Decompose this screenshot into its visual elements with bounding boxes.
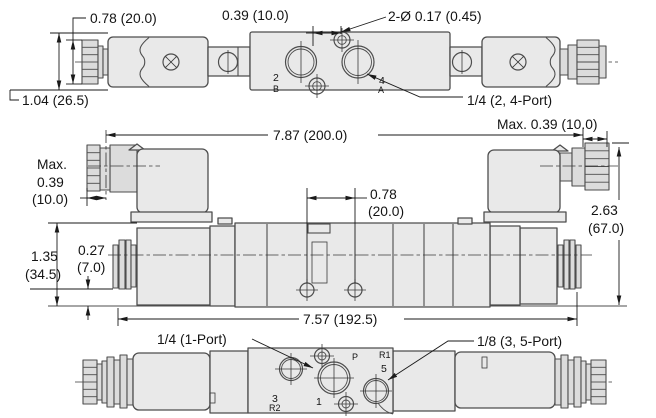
port-4-label: 4 xyxy=(379,75,385,87)
front-valve-body xyxy=(136,217,558,308)
top-right-connector xyxy=(559,39,607,85)
port-3-label: 3 xyxy=(272,393,278,405)
svg-text:0.39 (10.0): 0.39 (10.0) xyxy=(222,8,289,23)
svg-text:(67.0): (67.0) xyxy=(588,221,624,236)
mount-hole-bottom-top xyxy=(310,344,334,368)
port-24-callout: 1/4 (2, 4-Port) xyxy=(366,73,552,108)
svg-text:(20.0): (20.0) xyxy=(368,204,404,219)
mount-hole-bottom xyxy=(305,74,329,98)
svg-text:Max.: Max. xyxy=(37,157,67,172)
manual-override-icon xyxy=(162,53,180,71)
dim-overall-height-263: 2.63 (67.0) xyxy=(588,142,629,305)
svg-text:0.39: 0.39 xyxy=(37,175,64,190)
front-left-port-fitting xyxy=(112,239,137,290)
svg-text:2-Ø 0.17 (0.45): 2-Ø 0.17 (0.45) xyxy=(388,9,482,24)
port-2-alt-label: B xyxy=(273,84,279,94)
svg-text:0.78 (20.0): 0.78 (20.0) xyxy=(90,11,157,26)
bottom-view: 3 R2 1 P R1 5 1/4 (1-Port) 1/8 (3, 5-Por… xyxy=(75,332,612,416)
port-1-circle xyxy=(314,358,354,398)
port-3-alt-label: R2 xyxy=(269,403,281,413)
bottom-right-connector xyxy=(554,354,607,409)
front-left-solenoid-coil xyxy=(86,143,213,223)
dim-body-height-104: 1.04 (26.5) xyxy=(9,32,108,108)
top-view: 2 B 4 A xyxy=(9,8,618,108)
svg-text:(7.0): (7.0) xyxy=(77,260,105,275)
front-right-port-fitting xyxy=(557,239,582,290)
dim-overall-length-787: 7.87 (200.0) xyxy=(105,128,584,200)
front-view: 7.87 (200.0) Max. 0.39 (10.0) Max. 0.39 … xyxy=(25,117,629,327)
top-left-mounting-tab xyxy=(207,46,251,77)
svg-text:1/4 (1-Port): 1/4 (1-Port) xyxy=(157,332,227,347)
front-right-solenoid-coil xyxy=(483,142,618,223)
port-1-callout: 1/4 (1-Port) xyxy=(157,332,314,369)
svg-text:2.63: 2.63 xyxy=(591,203,618,218)
top-right-solenoid xyxy=(481,36,561,88)
dim-mount-holes-callout: 2-Ø 0.17 (0.45) xyxy=(340,9,482,33)
port-35-callout: 1/8 (3, 5-Port) xyxy=(387,334,562,381)
svg-text:1.04 (26.5): 1.04 (26.5) xyxy=(22,93,89,108)
port-2-label: 2 xyxy=(273,72,279,84)
top-valve-body: 2 B 4 A xyxy=(249,28,451,98)
svg-text:1/4 (2, 4-Port): 1/4 (2, 4-Port) xyxy=(467,93,552,108)
dim-hole-offset-039: 0.39 (10.0) xyxy=(222,8,342,46)
dim-hole-pitch-078: 0.78 (20.0) xyxy=(306,187,404,283)
port-5-label: 5 xyxy=(381,363,387,375)
manual-override-icon xyxy=(509,53,527,71)
dim-port-height-027: 0.27 (7.0) xyxy=(30,243,113,320)
svg-text:0.27: 0.27 xyxy=(78,243,105,258)
dim-connector-max-left: Max. 0.39 (10.0) xyxy=(32,157,106,207)
svg-text:(10.0): (10.0) xyxy=(32,192,68,207)
port-4-alt-label: A xyxy=(378,85,384,95)
mount-hole-bottom-low xyxy=(334,392,358,416)
port-r1-label: R1 xyxy=(379,350,391,360)
svg-text:1/8 (3, 5-Port): 1/8 (3, 5-Port) xyxy=(477,334,562,349)
svg-text:(34.5): (34.5) xyxy=(25,267,61,282)
bottom-left-connector xyxy=(82,354,134,409)
svg-text:1.35: 1.35 xyxy=(31,249,58,264)
dim-connector-height-078: 0.78 (20.0) xyxy=(66,11,157,85)
dim-body-height-135: 1.35 (34.5) xyxy=(25,222,137,306)
dim-body-length-757: 7.57 (192.5) xyxy=(117,292,578,327)
top-left-solenoid xyxy=(107,36,209,88)
port-p-label: P xyxy=(352,352,358,362)
port-1-label: 1 xyxy=(316,396,322,408)
port-4-circle xyxy=(341,40,375,84)
bottom-valve-body: 3 R2 1 P R1 5 xyxy=(132,344,556,416)
dim-connector-max-right: Max. 0.39 (10.0) xyxy=(497,117,608,147)
top-left-connector xyxy=(81,39,109,85)
top-right-mounting-tab xyxy=(449,46,483,77)
port-5-circle xyxy=(360,374,394,415)
svg-text:0.78: 0.78 xyxy=(370,187,397,202)
svg-text:7.57 (192.5): 7.57 (192.5) xyxy=(303,312,377,327)
port-2-circle xyxy=(284,41,318,83)
svg-text:7.87 (200.0): 7.87 (200.0) xyxy=(273,128,347,143)
svg-text:Max. 0.39 (10.0): Max. 0.39 (10.0) xyxy=(497,117,597,132)
